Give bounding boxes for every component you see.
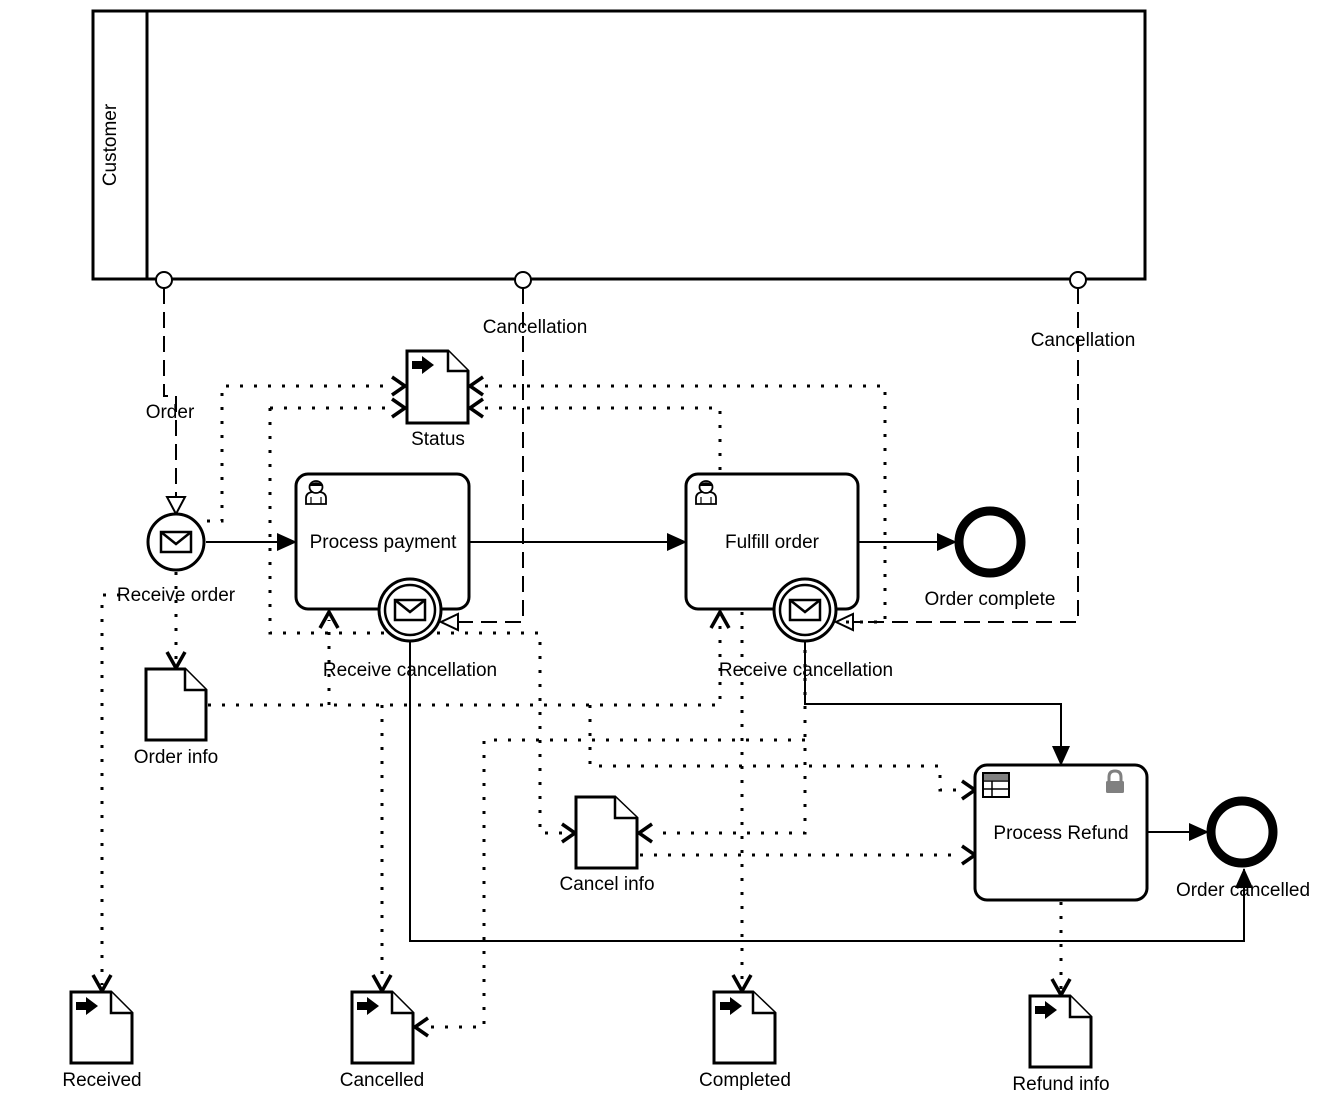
envelope-icon [159,530,193,554]
data-object-label: Cancelled [340,1070,425,1091]
output-arrow-icon [1035,1001,1057,1019]
data-object-completed[interactable] [712,990,777,1065]
start-event-label: Receive order [117,585,236,606]
data-object-received[interactable] [69,990,134,1065]
message-flow-cancellation-fulfill[interactable] [833,271,1087,632]
data-object-label: Completed [699,1070,791,1091]
data-object-cancelled[interactable] [350,990,415,1065]
boundary-event-label: Receive cancellation [719,660,893,681]
sequence-flows [206,533,1253,942]
data-associations [91,375,1072,1038]
envelope-icon [788,598,822,622]
table-icon [982,772,1010,798]
message-flow-label-cancellation-1: Cancellation [483,317,588,338]
data-object-order-info[interactable] [144,667,208,742]
data-object-label: Order info [134,747,218,768]
pool-customer[interactable]: Customer [91,9,1147,281]
end-event-label: Order cancelled [1176,880,1310,901]
data-object-label: Status [411,429,465,450]
pool-label: Customer [100,103,121,186]
user-icon [305,480,327,505]
envelope-icon [393,598,427,622]
message-flow-cancellation-payment[interactable] [438,271,532,632]
start-event-receive-order[interactable] [146,512,206,572]
message-flow-label-cancellation-2: Cancellation [1031,330,1136,351]
data-object-refund-info[interactable] [1028,994,1093,1069]
task-label: Fulfill order [725,532,820,553]
output-arrow-icon [412,356,434,374]
end-event-label: Order complete [925,589,1056,610]
message-flow-order[interactable] [155,271,187,517]
boundary-event-receive-cancellation-fulfill[interactable] [772,577,838,643]
output-arrow-icon [720,997,742,1015]
data-object-status[interactable] [405,349,470,425]
end-event-order-complete[interactable] [954,506,1026,578]
data-object-label: Cancel info [559,874,654,895]
task-label: Process Refund [993,823,1128,844]
data-object-label: Refund info [1012,1074,1109,1095]
task-process-refund[interactable]: Process Refund [973,763,1149,902]
message-flow-label-order: Order [146,402,195,423]
boundary-event-receive-cancellation-payment[interactable] [377,577,443,643]
lock-icon [1106,769,1124,793]
output-arrow-icon [357,997,379,1015]
task-process-payment[interactable]: Process payment [294,472,471,611]
output-arrow-icon [76,997,98,1015]
task-fulfill-order[interactable]: Fulfill order [684,472,860,611]
task-label: Process payment [310,532,458,553]
boundary-event-label: Receive cancellation [323,660,497,681]
data-object-label: Received [62,1070,141,1091]
end-event-order-cancelled[interactable] [1206,796,1278,868]
data-object-cancel-info[interactable] [574,795,639,870]
user-icon [695,480,717,505]
